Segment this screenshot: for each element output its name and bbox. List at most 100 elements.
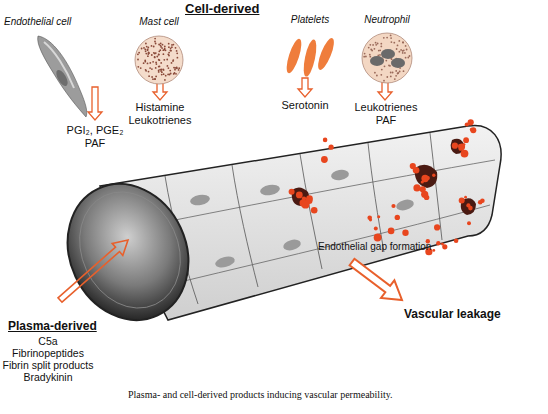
leaking-dot (374, 234, 382, 242)
granule (376, 75, 378, 77)
leaking-dot (452, 143, 458, 149)
granule (155, 52, 157, 54)
granule (393, 42, 395, 44)
granule (370, 49, 372, 51)
mediator-item: Fibrin split products (0, 359, 96, 372)
granule (377, 54, 379, 56)
nucleus (330, 169, 349, 182)
granule (391, 41, 393, 43)
granule (178, 69, 180, 71)
granule (364, 53, 366, 55)
platelet-shape (301, 38, 319, 77)
granule (164, 48, 166, 50)
granule (385, 60, 387, 62)
granule (154, 57, 156, 59)
granule (386, 76, 388, 78)
granule (174, 72, 176, 74)
granule (402, 41, 404, 43)
leaking-dot (329, 145, 334, 150)
granule (143, 47, 145, 49)
granule (163, 59, 165, 61)
granule (155, 76, 157, 78)
granule (158, 70, 160, 72)
granule (153, 52, 155, 54)
nucleus (282, 238, 302, 252)
granule (384, 65, 386, 67)
granule (171, 62, 173, 64)
leaking-dot (436, 241, 440, 245)
granule (395, 70, 397, 72)
granule (167, 53, 169, 55)
outcome-label: Vascular leakage (404, 307, 544, 321)
mediator-list: Serotonin (270, 99, 340, 112)
granule (403, 70, 405, 72)
granule (148, 51, 150, 53)
granule (163, 69, 165, 71)
granule (149, 67, 151, 69)
leaking-dot (434, 224, 440, 230)
cell-border (430, 133, 442, 240)
nucleus-lobe (370, 56, 384, 66)
granule (176, 52, 178, 54)
process-label: Endothelial gap formation (318, 241, 478, 253)
granule (164, 79, 166, 81)
leaking-dot (442, 244, 447, 249)
granule (138, 52, 140, 54)
granule (386, 37, 388, 39)
release-arrow (298, 78, 312, 97)
granule (379, 54, 381, 56)
granule (141, 48, 143, 50)
granule (404, 52, 406, 54)
granule (171, 44, 173, 46)
granule (156, 56, 158, 58)
mediator-list: PGI₂, PGE₂ PAF (60, 124, 130, 150)
granule (137, 53, 139, 55)
mast-cell-shape (135, 36, 183, 84)
granule (160, 43, 162, 45)
leaking-dot (413, 184, 420, 191)
cell-border (180, 205, 490, 282)
granule (162, 69, 164, 71)
granule (383, 37, 385, 39)
granule (164, 46, 166, 48)
granule (154, 78, 156, 80)
granule (396, 48, 398, 50)
granule (167, 74, 169, 76)
leaking-dot (377, 215, 380, 218)
granule (176, 67, 178, 69)
granule (161, 74, 163, 76)
granule (145, 43, 147, 45)
leaking-dot (426, 176, 430, 180)
granule (372, 44, 374, 46)
granule (155, 62, 157, 64)
granule (160, 70, 162, 72)
granule (148, 71, 150, 73)
leaking-dot (374, 226, 378, 230)
granule (170, 73, 172, 75)
nucleus-lobe (381, 49, 395, 59)
leaking-dot (306, 195, 313, 202)
granule (371, 50, 373, 52)
nucleus (214, 255, 236, 270)
granule (147, 49, 149, 51)
granule (154, 56, 156, 58)
granule (144, 49, 146, 51)
granule (148, 52, 150, 54)
nucleus (189, 193, 210, 206)
granule (147, 63, 149, 65)
granule (171, 46, 173, 48)
granule (170, 50, 172, 52)
nucleus-lobe (391, 58, 405, 68)
granule (162, 49, 164, 51)
granule (390, 37, 392, 39)
leaking-dot (302, 201, 310, 209)
leaking-dot (311, 207, 318, 214)
granule (392, 72, 394, 74)
cell-name: Platelets (280, 14, 340, 25)
granule (158, 66, 160, 68)
leaking-dot (432, 174, 435, 177)
mediator-item: Fibrinopeptides (0, 347, 96, 360)
leaking-dot (461, 150, 469, 158)
leaking-dot (421, 180, 424, 183)
